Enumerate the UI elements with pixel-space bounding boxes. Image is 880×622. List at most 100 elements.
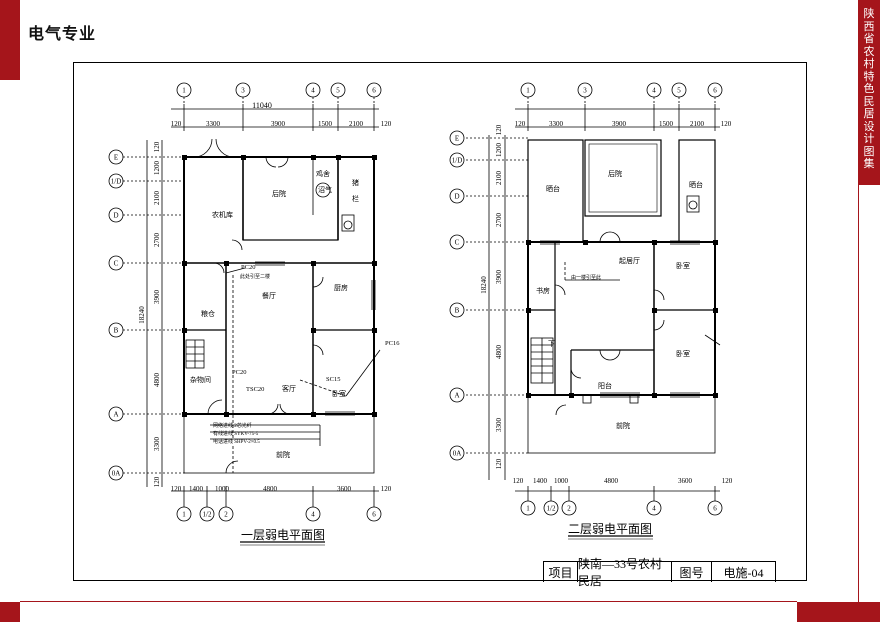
plan2-labels: 120 3300 3900 1500 2100 120 120 1200 210…: [480, 120, 733, 536]
plan2-caption: 二层弱电平面图: [568, 522, 652, 536]
plan1-columns: [182, 155, 377, 417]
room-frontyard: 前院: [276, 450, 290, 459]
axis-label: A: [454, 392, 459, 400]
side-label-char: 居: [863, 107, 875, 120]
room-frontyard-2: 前院: [616, 421, 630, 430]
plan1-caption: 一层弱电平面图: [241, 528, 325, 542]
axis-bubble: [449, 302, 465, 318]
axis-label: 0A: [112, 470, 121, 478]
side-label-char: 计: [863, 132, 875, 145]
axis-bubble: [218, 506, 234, 522]
plan1-bottom-dim: 120: [381, 485, 392, 493]
axis-label: 1/2: [203, 511, 212, 519]
axis-bubble: [646, 82, 662, 98]
side-label-char: 集: [863, 157, 875, 170]
side-label-char: 西: [863, 19, 875, 33]
room-bedroom: 卧室: [332, 389, 346, 398]
plan1-top-dim: 1500: [318, 120, 333, 128]
axis-label: 4: [311, 511, 315, 519]
plan2-left-dim: 1200: [495, 143, 503, 158]
room-pigpen: 猪: [352, 178, 359, 187]
axis-bubble: [366, 506, 382, 522]
room-bedroom-1: 卧室: [676, 261, 690, 270]
side-label-char: 民: [863, 94, 875, 108]
plan1-top-dim: 120: [381, 120, 392, 128]
room-granary: 粮仓: [201, 309, 215, 318]
plan1-left-dim: 3900: [153, 290, 161, 305]
axis-bubble: [561, 500, 577, 516]
annot-cable-3: 电话进线 SHPV-2×0.5: [213, 438, 260, 445]
axis-label: A: [113, 411, 118, 419]
title-block: 项目 陕南—33号农村民居 图号 电施-04: [543, 557, 776, 588]
annot-tsc20: TSC20: [246, 386, 264, 393]
plan2-left-dim: 2700: [495, 213, 503, 228]
plan2-bottom-dim: 120: [722, 477, 733, 485]
plan2-bottom-dim: 4800: [604, 477, 619, 485]
plan2-bottom-dim: 1400: [533, 477, 548, 485]
axis-bubble: [577, 82, 593, 98]
axis-label: E: [455, 135, 459, 143]
room-balcony: 阳台: [598, 381, 612, 390]
plan2-top-dim: 2100: [690, 120, 705, 128]
axis-bubble: [108, 149, 124, 165]
axis-bubble: [108, 465, 124, 481]
axis-label: 6: [372, 511, 376, 519]
axis-bubble: [108, 255, 124, 271]
axis-label: 4: [311, 87, 315, 95]
plan2-top-dim: 3900: [612, 120, 627, 128]
plan1-top-dim: 120: [171, 120, 182, 128]
axis-label: C: [455, 239, 460, 247]
room-drying-right: 晒台: [689, 180, 703, 189]
plan1-top-dim: 2100: [349, 120, 364, 128]
side-label-char: 设: [863, 119, 875, 133]
side-label-char: 图: [863, 144, 875, 158]
axis-label: 1: [182, 87, 186, 95]
plan1-left-dim: 4800: [153, 373, 161, 388]
plan2-total-height: 18240: [480, 276, 488, 294]
axis-bubble: [449, 152, 465, 168]
plan1-total-height: 18240: [138, 306, 146, 324]
plan1-labels: 11040 120 3300 3900 1500 2100 120 120 12…: [138, 101, 400, 542]
annot-pc20-top: PC20: [241, 264, 255, 271]
axis-label: 5: [336, 87, 340, 95]
axis-label: E: [114, 154, 118, 162]
plan1: [123, 97, 381, 546]
plan2-left-dim: 3900: [495, 270, 503, 285]
axis-bubble: [707, 82, 723, 98]
room-living-up: 起居厅: [619, 257, 640, 265]
room-storage: 杂物间: [190, 375, 211, 384]
plan2-top-dim: 120: [515, 120, 526, 128]
axis-label: 4: [652, 505, 656, 513]
drawing-no: 电施-04: [712, 562, 776, 582]
plan1-left-dim: 2100: [153, 191, 161, 206]
plan1-top-dim: 3900: [271, 120, 286, 128]
axis-label: 6: [372, 87, 376, 95]
axis-bubble: [108, 207, 124, 223]
axis-label: D: [113, 212, 118, 220]
project-label: 项目: [544, 562, 578, 582]
axis-label: B: [455, 307, 460, 315]
axis-bubble: [449, 188, 465, 204]
axis-label: 5: [677, 87, 681, 95]
axis-label: 1/2: [547, 505, 556, 513]
plan2-top-dim: 1500: [659, 120, 674, 128]
plan2-left-dim: 120: [495, 124, 503, 135]
axis-bubble: [176, 506, 192, 522]
plan1-bottom-dim: 1400: [189, 485, 204, 493]
axis-label: 1/D: [452, 157, 463, 165]
room-drying-left: 晒台: [546, 184, 560, 193]
stair-down-label: 下: [548, 340, 555, 348]
side-label-char: 色: [863, 82, 875, 95]
axis-bubble: [330, 82, 346, 98]
room-backyard-2: 后院: [608, 169, 622, 178]
plan2-left-dim: 3300: [495, 418, 503, 433]
axis-bubble: [366, 82, 382, 98]
axis-bubble: [707, 500, 723, 516]
plan2-bottom-dim: 120: [513, 477, 524, 485]
side-label-char: 村: [863, 57, 875, 70]
plan1-left-dim: 1200: [153, 161, 161, 176]
axis-label: 2: [567, 505, 571, 513]
plan1-total-width: 11040: [252, 101, 272, 110]
axis-bubble: [520, 500, 536, 516]
bottom-rule: [20, 601, 797, 602]
